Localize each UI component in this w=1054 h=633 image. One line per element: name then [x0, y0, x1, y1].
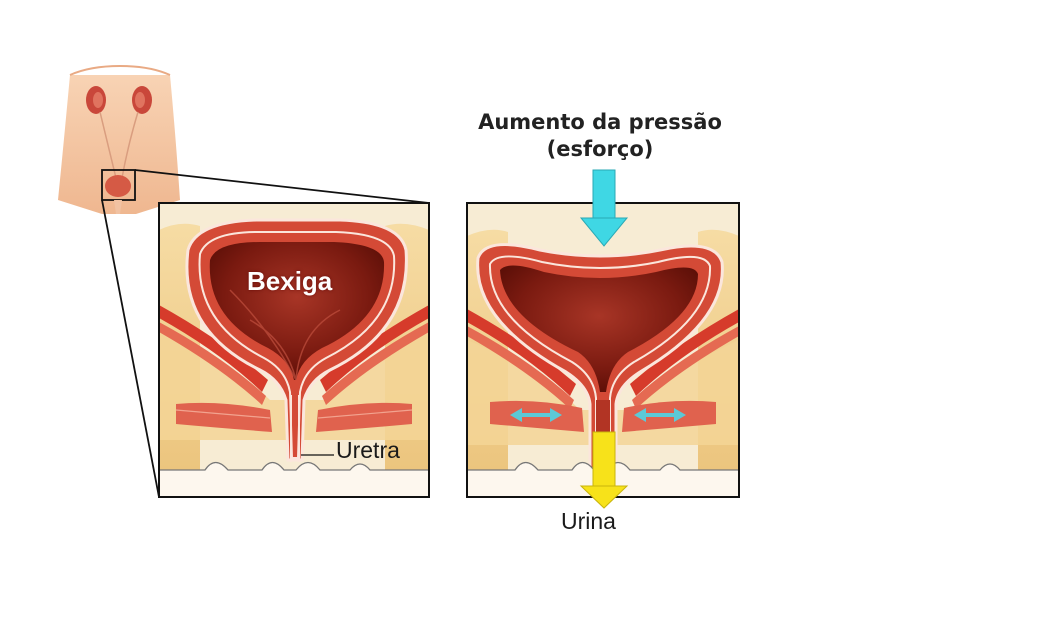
kidney-left-icon: [86, 86, 106, 114]
pressure-title: Aumento da pressão: [478, 110, 722, 134]
bladder-thumbnail-icon: [105, 175, 131, 197]
pressure-down-arrow-icon: [579, 169, 629, 247]
zoom-line-bottom: [101, 199, 160, 498]
squeeze-left-arrow-icon: [510, 408, 562, 422]
pressure-subtitle: (esforço): [546, 137, 654, 161]
urethra-label: Uretra: [336, 437, 400, 463]
kidney-right-icon: [132, 86, 152, 114]
squeeze-right-arrow-icon: [634, 408, 686, 422]
left-panel-bladder-rest: [158, 202, 430, 498]
urine-label: Urina: [561, 508, 616, 534]
zoom-line-top: [134, 169, 430, 204]
body-thumbnail-icon: [58, 64, 180, 214]
bladder-label: Bexiga: [247, 266, 333, 296]
urine-down-arrow-icon: [579, 431, 629, 509]
